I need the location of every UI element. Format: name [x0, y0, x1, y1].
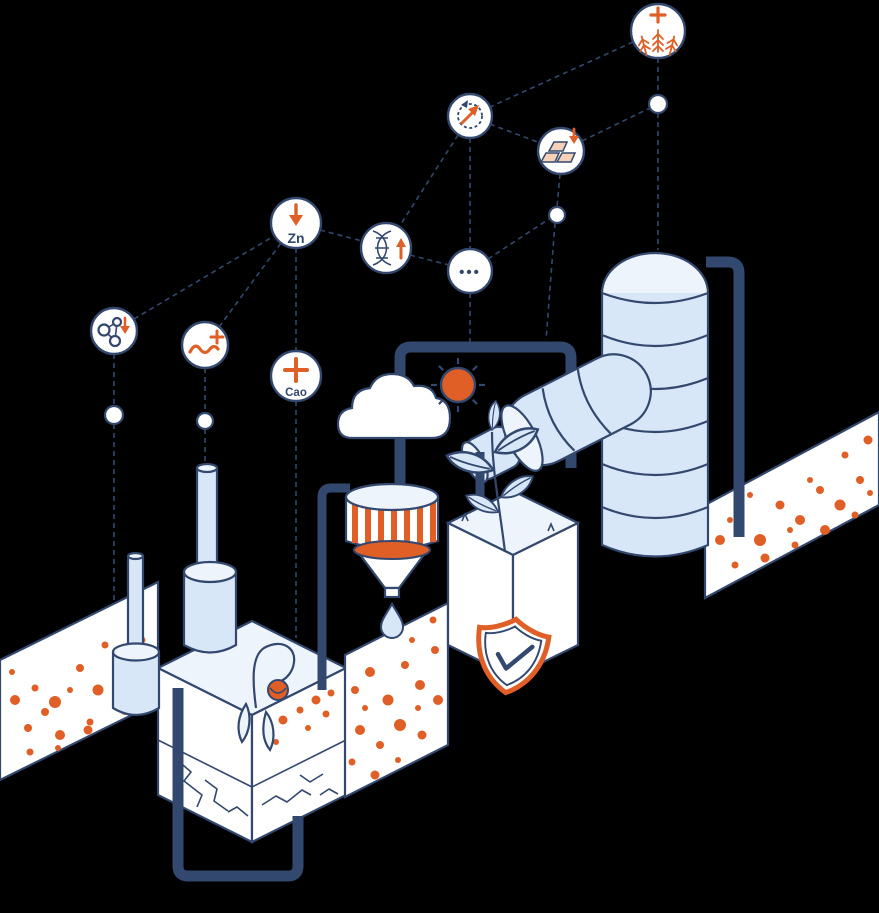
dna-up-arrow-icon: [372, 230, 406, 266]
gold-bars-down-arrow-icon: [539, 127, 579, 163]
molecule-down-arrow-icon: [97, 316, 130, 348]
hopper-stripes: [352, 499, 436, 547]
cloud-icon: [336, 372, 452, 440]
ground-loop-pipe: [172, 688, 304, 882]
hopper-side-pipe: [317, 483, 350, 690]
check-icon: [495, 644, 535, 671]
wilted-flower-head: [267, 679, 289, 701]
shield-check: [476, 616, 552, 696]
zinc-decrease-node: Zn: [269, 196, 323, 250]
overhead-pipe: [394, 341, 577, 487]
wheat-plus-icon: [637, 6, 679, 56]
worm-increase-node: [180, 320, 230, 370]
drooping-leaf: [262, 709, 275, 753]
plant-leaf: [445, 450, 495, 474]
large-chimney: [182, 462, 238, 654]
sun-icon: [431, 358, 485, 412]
connector-dot: [103, 404, 125, 426]
funnel-spout: [383, 586, 401, 599]
calcium-label: Cao: [285, 387, 307, 399]
connector-dot: [195, 411, 215, 431]
plus-icon: [283, 357, 309, 383]
molecule-decrease-node: [89, 306, 139, 356]
minerals-decrease-node: [536, 126, 586, 176]
wheat-yield-increase-node: [629, 2, 687, 60]
striped-hopper: [344, 482, 440, 639]
dna-increase-node: [359, 221, 413, 275]
worm-plus-icon: [188, 329, 225, 355]
down-arrow-icon: [289, 203, 303, 226]
soil-band-middle: [343, 601, 450, 799]
plant-leaf: [493, 427, 540, 455]
plant-leaf: [487, 399, 501, 432]
plant-leaf: [499, 475, 535, 499]
soil-cracks: [174, 757, 339, 817]
connector-dot: [547, 205, 567, 225]
nutrient-cycle-increase-node: [446, 92, 494, 140]
small-chimney: [111, 551, 161, 717]
water-droplet-icon: [379, 601, 405, 639]
plant-leaf: [465, 493, 500, 514]
more-elements-node: •••: [446, 247, 494, 295]
ellipsis-icon: •••: [459, 264, 481, 281]
reactor-outlet-pipe: [706, 256, 745, 537]
cycle-up-arrow-icon: [457, 100, 483, 129]
connector-dot: [647, 93, 669, 115]
drooping-leaf: [237, 701, 251, 745]
calcium-increase-node: Cao: [269, 349, 323, 403]
funnel-rim: [353, 540, 431, 560]
wilted-plant: [237, 642, 296, 753]
soil-strip-right: [703, 410, 879, 600]
soil-pebbles: [348, 616, 443, 780]
growing-plant: [445, 399, 540, 553]
zinc-label: Zn: [287, 230, 304, 246]
